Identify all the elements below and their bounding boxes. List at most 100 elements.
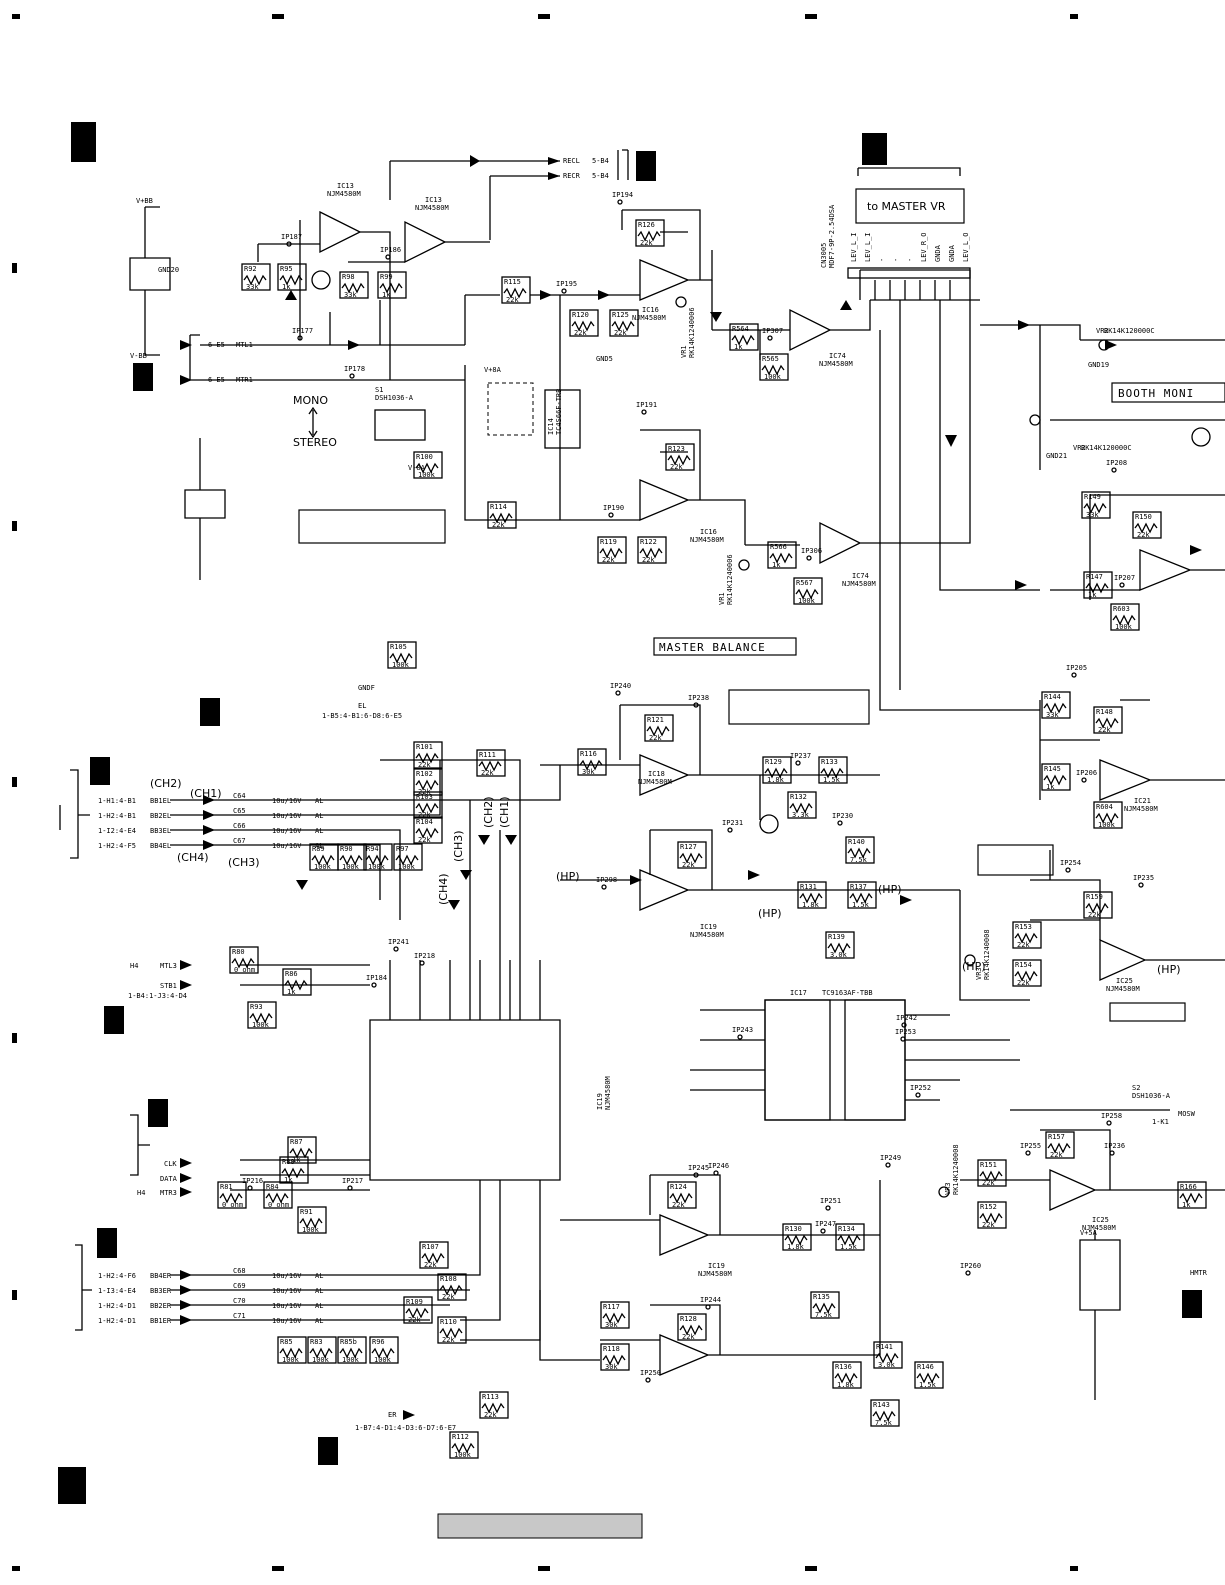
resistor-value: 22k (408, 1316, 421, 1324)
test-point: IP240 (610, 682, 631, 696)
net-label: V-8A (408, 464, 426, 472)
resistor-ref: R117 (603, 1303, 620, 1311)
resistor-ref: R95 (280, 265, 293, 273)
test-point-label: IP238 (688, 694, 709, 702)
test-point: IP247 (815, 1220, 836, 1234)
input-ref: 1-H2:4-B1 (98, 812, 136, 820)
test-point-label: IP235 (1133, 874, 1154, 882)
resistor-value: 100k (252, 1021, 270, 1029)
resistor-ref: R80 (232, 948, 245, 956)
pin-label: LEV_L_I (850, 232, 858, 262)
resistor-ref: R137 (850, 883, 867, 891)
test-point-label: IP254 (1060, 859, 1081, 867)
recr-ref: 5-B4 (592, 172, 609, 180)
ic-part-label: NJM4580M (638, 778, 672, 786)
resistor-ref: R120 (572, 311, 589, 319)
resistor-ref: R92 (244, 265, 257, 273)
hp-label-1: (HP) (556, 870, 580, 883)
resistor-ref: R115 (504, 278, 521, 286)
test-point-label: IP251 (820, 1197, 841, 1205)
resistor-value: 22k (670, 463, 683, 471)
to-master-vr-box (855, 188, 965, 224)
test-point: IP230 (832, 812, 853, 826)
test-point-label: IP244 (700, 1296, 721, 1304)
resistor-ref: R91 (300, 1208, 313, 1216)
resistor-ref: R566 (770, 543, 787, 551)
master-balance-label: MASTER BALANCE (659, 641, 766, 654)
resistor-value: 30k (605, 1321, 618, 1329)
resistor-value: 22k (640, 239, 653, 247)
ic-label: IC18 (648, 770, 665, 778)
booth-moni-label: BOOTH MONI (1118, 387, 1194, 400)
test-point: IP178 (344, 365, 365, 379)
resistor-ref: R166 (1180, 1183, 1197, 1191)
resistor-value: 100k (312, 1356, 330, 1364)
vr-part: RK14K1240008 (952, 1144, 960, 1195)
resistor-ref: R159 (1086, 893, 1103, 901)
test-point-label: IP190 (603, 504, 624, 512)
test-point-label: IP247 (815, 1220, 836, 1228)
mtl3-label: MTL3 (160, 962, 177, 970)
net-label: GNDF (358, 684, 375, 692)
ic20-part: TC9163AF-TBB (822, 989, 873, 997)
resistor-ref: R140 (848, 838, 865, 846)
resistor-value: 100k (454, 1451, 472, 1459)
h4b-label: H4 (137, 1189, 145, 1197)
resistor-value: 100k (374, 1356, 392, 1364)
input-ref: 1-H2:4-D1 (98, 1317, 136, 1325)
resistor-ref: R125 (612, 311, 629, 319)
er-label: ER (388, 1411, 397, 1419)
resistor-ref: R85b (340, 1338, 357, 1346)
resistor-ref: R124 (670, 1183, 687, 1191)
resistor-ref: R81 (220, 1183, 233, 1191)
resistor-ref: R104 (416, 818, 433, 826)
test-point-label: IP217 (342, 1177, 363, 1185)
test-point: IP260 (960, 1262, 981, 1276)
ic-labels: IC13NJM4580MIC13NJM4580MIC16NJM4580MIC16… (327, 182, 1158, 1278)
test-point: IP194 (612, 191, 633, 205)
input-cap-value: 10u/16V (272, 842, 302, 850)
test-point-label: IP194 (612, 191, 633, 199)
resistor-ref: R146 (917, 1363, 934, 1371)
resistor: R117 30k (600, 1301, 630, 1329)
input-ref: 1-H1:4-B1 (98, 797, 136, 805)
test-point-label: IP252 (910, 1084, 931, 1092)
resistor-ref: R87 (290, 1138, 303, 1146)
input-cap-value: 10u/16V (272, 1272, 302, 1280)
resistor-value: 100k (1115, 623, 1133, 631)
resistor-value: 22k (1137, 531, 1150, 539)
data-label: DATA (160, 1175, 178, 1183)
resistor-ref: R112 (452, 1433, 469, 1441)
resistor-value: 100k (314, 863, 332, 871)
resistor-value: 1k (382, 291, 391, 299)
ic-label: IC74 (852, 572, 869, 580)
resistor-ref: R89 (312, 845, 325, 853)
resistor-ref: R152 (980, 1203, 997, 1211)
resistor-ref: R121 (647, 716, 664, 724)
vr-part: RK14K1240008 (983, 929, 991, 980)
